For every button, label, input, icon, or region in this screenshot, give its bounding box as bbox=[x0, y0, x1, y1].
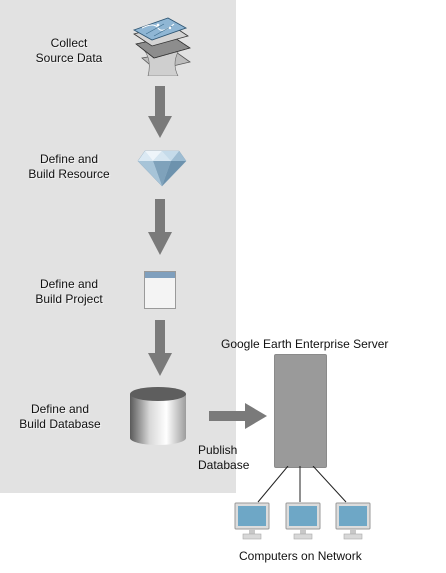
source-data-icon bbox=[132, 17, 191, 76]
step-database-line1: Define and bbox=[30, 402, 90, 416]
resource-diamond-icon bbox=[137, 150, 187, 187]
arrow-down-1 bbox=[148, 86, 172, 138]
publish-label: Publish Database bbox=[198, 443, 249, 473]
step-resource-label: Define and Build Resource bbox=[9, 152, 129, 182]
project-window-icon bbox=[144, 271, 176, 309]
step-project-line1: Define and bbox=[39, 277, 99, 291]
step-database-line2: Build Database bbox=[19, 417, 101, 431]
step-collect-line1: Collect bbox=[50, 36, 88, 50]
server-title: Google Earth Enterprise Server bbox=[221, 337, 389, 351]
publish-line2: Database bbox=[198, 458, 250, 472]
computer-icon-3 bbox=[335, 502, 371, 540]
database-cylinder-icon bbox=[130, 387, 186, 445]
step-resource-line1: Define and bbox=[39, 152, 99, 166]
network-lines bbox=[257, 466, 347, 503]
step-project-label: Define and Build Project bbox=[9, 277, 129, 307]
publish-line1: Publish bbox=[198, 443, 238, 457]
computer-icon-2 bbox=[285, 502, 321, 540]
publish-arrow bbox=[209, 403, 267, 429]
server-box bbox=[274, 354, 327, 468]
step-database-label: Define and Build Database bbox=[0, 402, 120, 432]
computer-icon-1 bbox=[234, 502, 270, 540]
arrow-down-2 bbox=[148, 199, 172, 255]
arrow-down-3 bbox=[148, 320, 172, 376]
step-collect-label: Collect Source Data bbox=[9, 36, 129, 66]
network-label: Computers on Network bbox=[239, 549, 362, 563]
step-project-line2: Build Project bbox=[35, 292, 103, 306]
step-collect-line2: Source Data bbox=[35, 51, 103, 65]
step-resource-line2: Build Resource bbox=[28, 167, 110, 181]
workflow-panel bbox=[0, 0, 236, 493]
